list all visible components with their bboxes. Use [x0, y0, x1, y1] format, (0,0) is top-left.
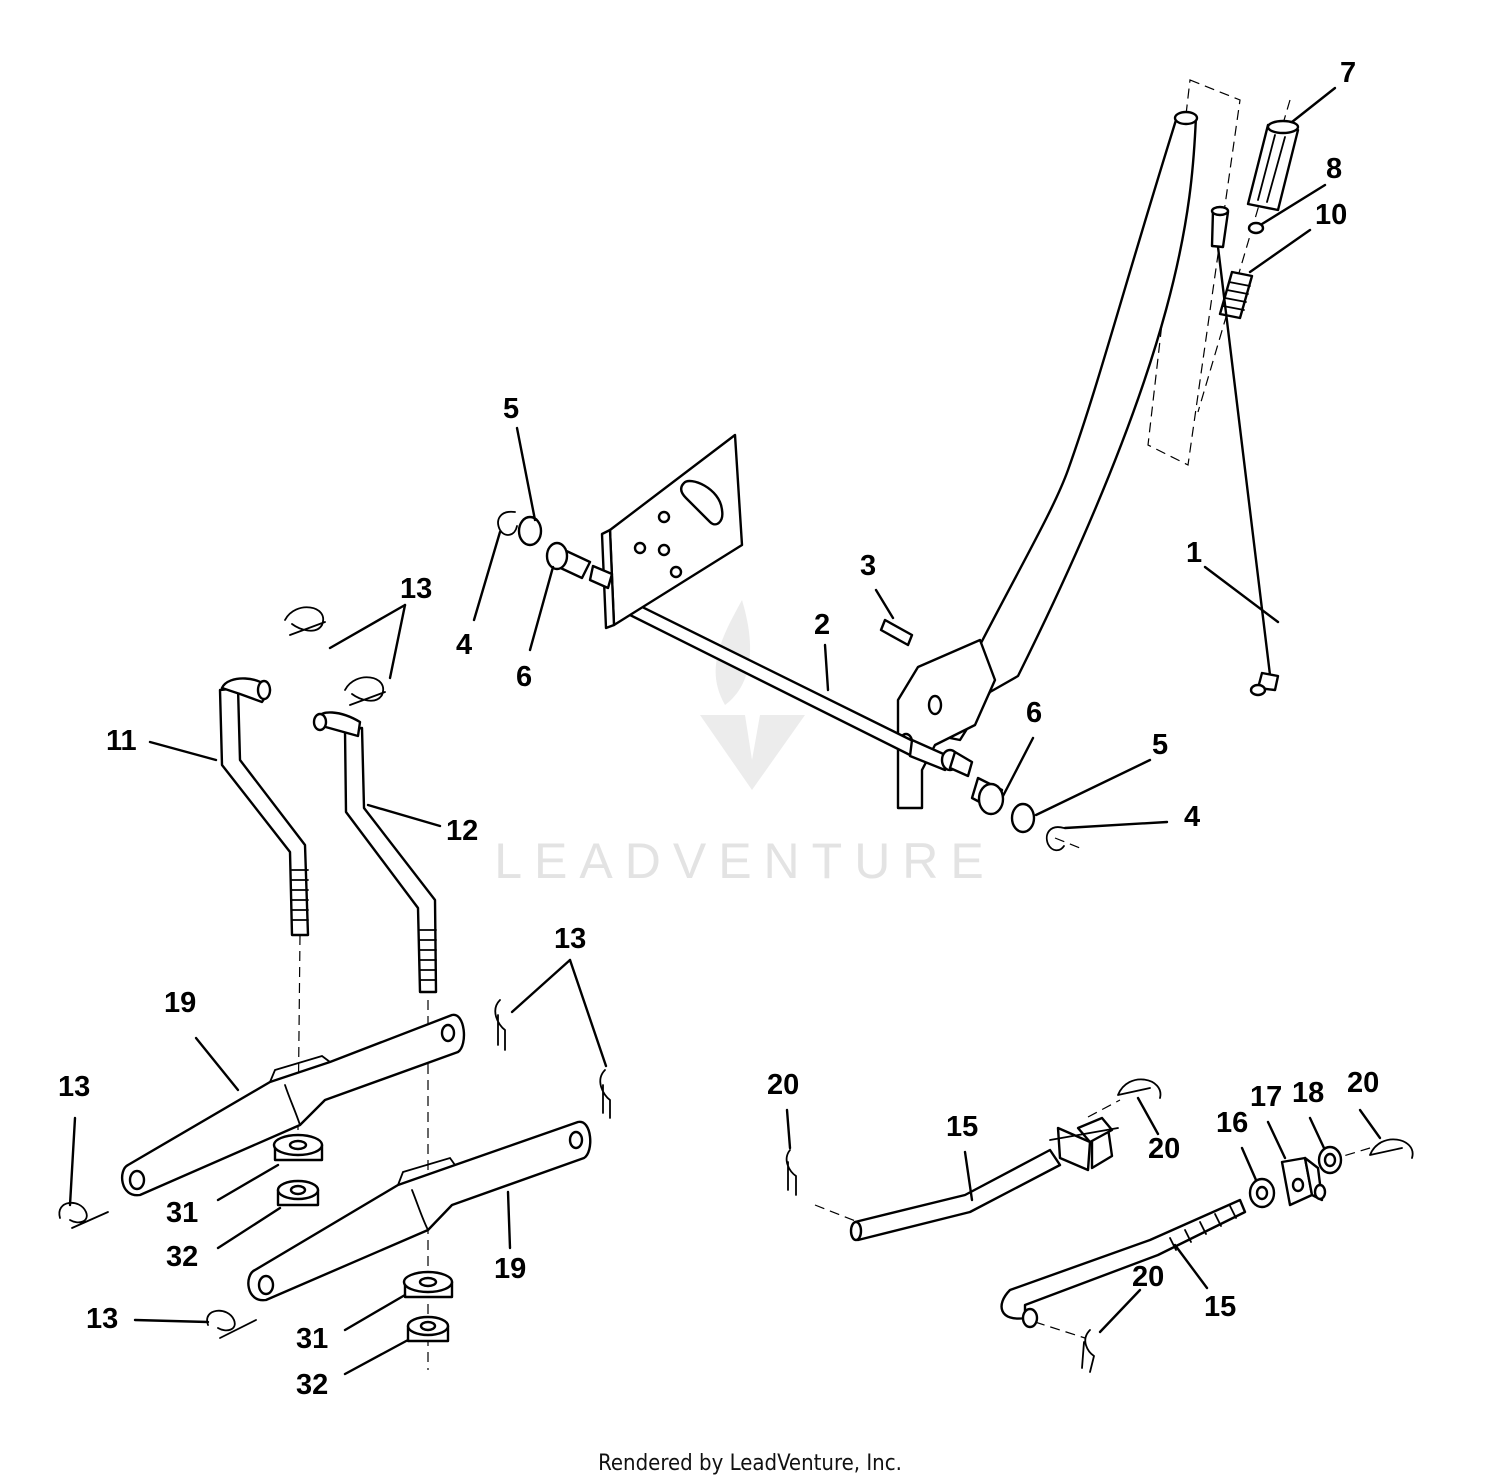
callout-1: 1 — [1186, 537, 1202, 569]
callout-6-left: 6 — [516, 661, 532, 693]
callout-7: 7 — [1340, 57, 1356, 89]
roll-pin-part-3 — [879, 618, 914, 647]
callout-13-top: 13 — [400, 573, 432, 605]
callout-16: 16 — [1216, 1107, 1248, 1139]
nut-part-32-lower — [406, 1315, 450, 1343]
callout-12: 12 — [446, 815, 478, 847]
rod-part-1 — [1210, 205, 1280, 697]
nut-part-8 — [1247, 221, 1265, 235]
callout-4-left: 4 — [456, 629, 472, 661]
callout-20-right: 20 — [1347, 1067, 1379, 1099]
callout-19-upper: 19 — [164, 987, 196, 1019]
callout-20-bottom: 20 — [1132, 1261, 1164, 1293]
callout-32-lower: 32 — [296, 1369, 328, 1401]
block-part-17 — [1280, 1156, 1327, 1207]
washer-part-31-lower — [402, 1270, 454, 1299]
rod-part-15-upper — [849, 1116, 1119, 1242]
callout-10: 10 — [1315, 199, 1347, 231]
left-shaft-hardware — [497, 510, 614, 590]
leadventure-watermark: LEADVENTURE — [494, 600, 996, 889]
callout-31-upper: 31 — [166, 1197, 198, 1229]
callout-3: 3 — [860, 550, 876, 582]
callout-31-lower: 31 — [296, 1323, 328, 1355]
grip-part-7 — [1246, 119, 1300, 212]
hairpin-clips-lower — [58, 999, 611, 1339]
callout-13-right: 13 — [554, 923, 586, 955]
callout-11: 11 — [106, 725, 137, 757]
callout-13-left: 13 — [58, 1071, 90, 1103]
callout-labels: 7 8 10 1 2 3 5 4 6 6 5 4 13 11 12 13 19 … — [58, 57, 1379, 1401]
callout-8: 8 — [1326, 153, 1342, 185]
callout-15-lower: 15 — [1204, 1291, 1236, 1323]
watermark-text: LEADVENTURE — [494, 833, 996, 889]
hairpin-clips-part-20 — [785, 1078, 1414, 1373]
lift-link-part-12 — [312, 711, 438, 994]
nut-part-18 — [1317, 1145, 1343, 1175]
leader-lines — [68, 86, 1382, 1376]
callout-20-left: 20 — [767, 1069, 799, 1101]
washer-part-31-upper — [272, 1133, 324, 1162]
footer-credit: Rendered by LeadVenture, Inc. — [598, 1451, 902, 1476]
callout-32-upper: 32 — [166, 1241, 198, 1273]
lift-link-part-11 — [218, 677, 310, 937]
callout-13-bottom: 13 — [86, 1303, 118, 1335]
lift-arm-part-19-lower — [247, 1120, 592, 1302]
callout-19-lower: 19 — [494, 1253, 526, 1285]
lift-handle-part-2 — [620, 110, 1199, 810]
nut-part-32-upper — [276, 1179, 320, 1207]
callout-5-left: 5 — [503, 393, 519, 425]
callout-4-right: 4 — [1184, 801, 1200, 833]
callout-18: 18 — [1292, 1077, 1324, 1109]
hairpin-clips-top — [284, 606, 386, 706]
lift-arm-part-19-upper — [120, 1013, 466, 1197]
handle-assembly-outline — [1147, 79, 1241, 466]
callout-15-upper: 15 — [946, 1111, 978, 1143]
callout-2: 2 — [814, 609, 830, 641]
rod-part-15-lower — [1000, 1198, 1247, 1329]
callout-20-mid: 20 — [1148, 1133, 1180, 1165]
nut-part-16 — [1248, 1177, 1276, 1209]
mounting-plate — [600, 433, 744, 630]
callout-6-right: 6 — [1026, 697, 1042, 729]
callout-17: 17 — [1250, 1081, 1282, 1113]
right-shaft-hardware — [970, 776, 1065, 852]
callout-5-right: 5 — [1152, 729, 1168, 761]
